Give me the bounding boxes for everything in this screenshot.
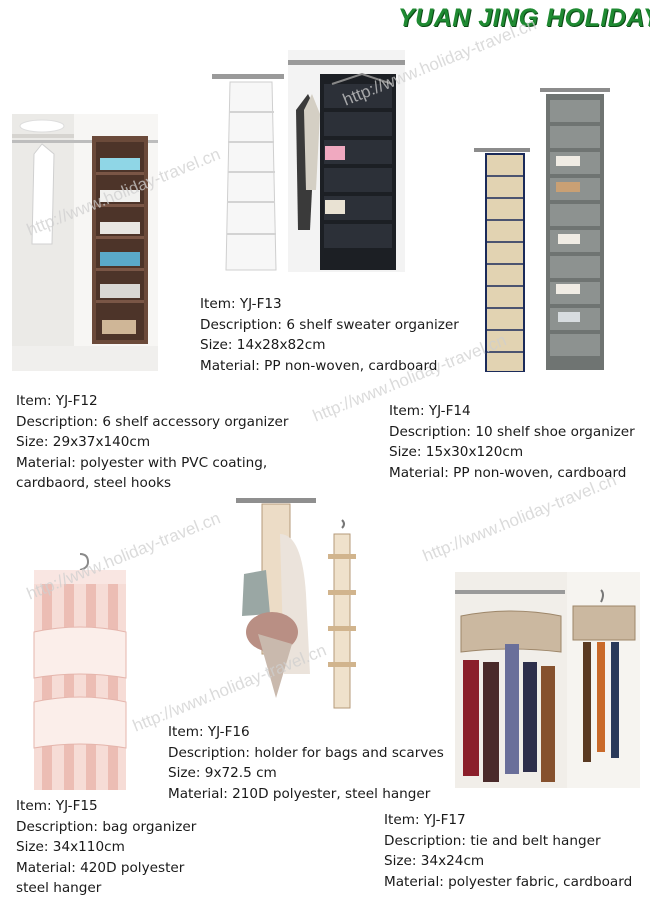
- item-code: Item: YJ-F15: [16, 798, 98, 814]
- item-material-continued: steel hanger: [16, 880, 102, 896]
- item-size: Size: 14x28x82cm: [200, 337, 326, 353]
- item-size: Size: 9x72.5 cm: [168, 765, 277, 781]
- item-code: Item: YJ-F12: [16, 393, 98, 409]
- product-photo-f15: [22, 552, 138, 792]
- item-code: Item: YJ-F14: [389, 403, 471, 419]
- product-info-f16: Item: YJ-F16 Description: holder for bag…: [168, 722, 444, 804]
- product-photo-f14: [474, 84, 610, 372]
- watermark: http://www.holiday-travel.cn: [420, 470, 619, 566]
- item-material: Material: PP non-woven, cardboard: [389, 464, 627, 481]
- item-description: Description: 10 shelf shoe organizer: [389, 423, 635, 440]
- item-description: Description: bag organizer: [16, 818, 197, 835]
- product-info-f14: Item: YJ-F14 Description: 10 shelf shoe …: [389, 401, 635, 483]
- item-size: Size: 15x30x120cm: [389, 444, 524, 460]
- item-material: Material: 420D polyester: [16, 859, 185, 876]
- item-material: Material: polyester fabric, cardboard: [384, 873, 633, 890]
- product-photo-f12: [12, 114, 158, 371]
- item-size: Size: 34x110cm: [16, 839, 125, 855]
- product-photo-f16: [236, 474, 366, 710]
- brand-logo: YUAN JING HOLIDAY: [398, 4, 650, 32]
- item-material-continued: cardbaord, steel hooks: [16, 475, 172, 491]
- product-info-f17: Item: YJ-F17 Description: tie and belt h…: [384, 810, 632, 892]
- item-size: Size: 34x24cm: [384, 853, 485, 869]
- item-material: Material: 210D polyester, steel hanger: [168, 785, 431, 802]
- product-info-f12: Item: YJ-F12 Description: 6 shelf access…: [16, 391, 288, 494]
- item-description: Description: tie and belt hanger: [384, 832, 601, 849]
- product-info-f13: Item: YJ-F13 Description: 6 shelf sweate…: [200, 294, 459, 376]
- item-material: Material: PP non-woven, cardboard: [200, 357, 438, 374]
- product-photo-f17: [455, 572, 640, 788]
- item-material: Material: polyester with PVC coating,: [16, 454, 268, 471]
- product-info-f15: Item: YJ-F15 Description: bag organizer …: [16, 796, 196, 899]
- item-size: Size: 29x37x140cm: [16, 434, 151, 450]
- item-code: Item: YJ-F16: [168, 724, 250, 740]
- item-description: Description: holder for bags and scarves: [168, 744, 444, 761]
- product-photo-f13: [212, 50, 405, 272]
- item-description: Description: 6 shelf sweater organizer: [200, 316, 459, 333]
- item-description: Description: 6 shelf accessory organizer: [16, 413, 289, 430]
- item-code: Item: YJ-F17: [384, 812, 466, 828]
- item-code: Item: YJ-F13: [200, 296, 282, 312]
